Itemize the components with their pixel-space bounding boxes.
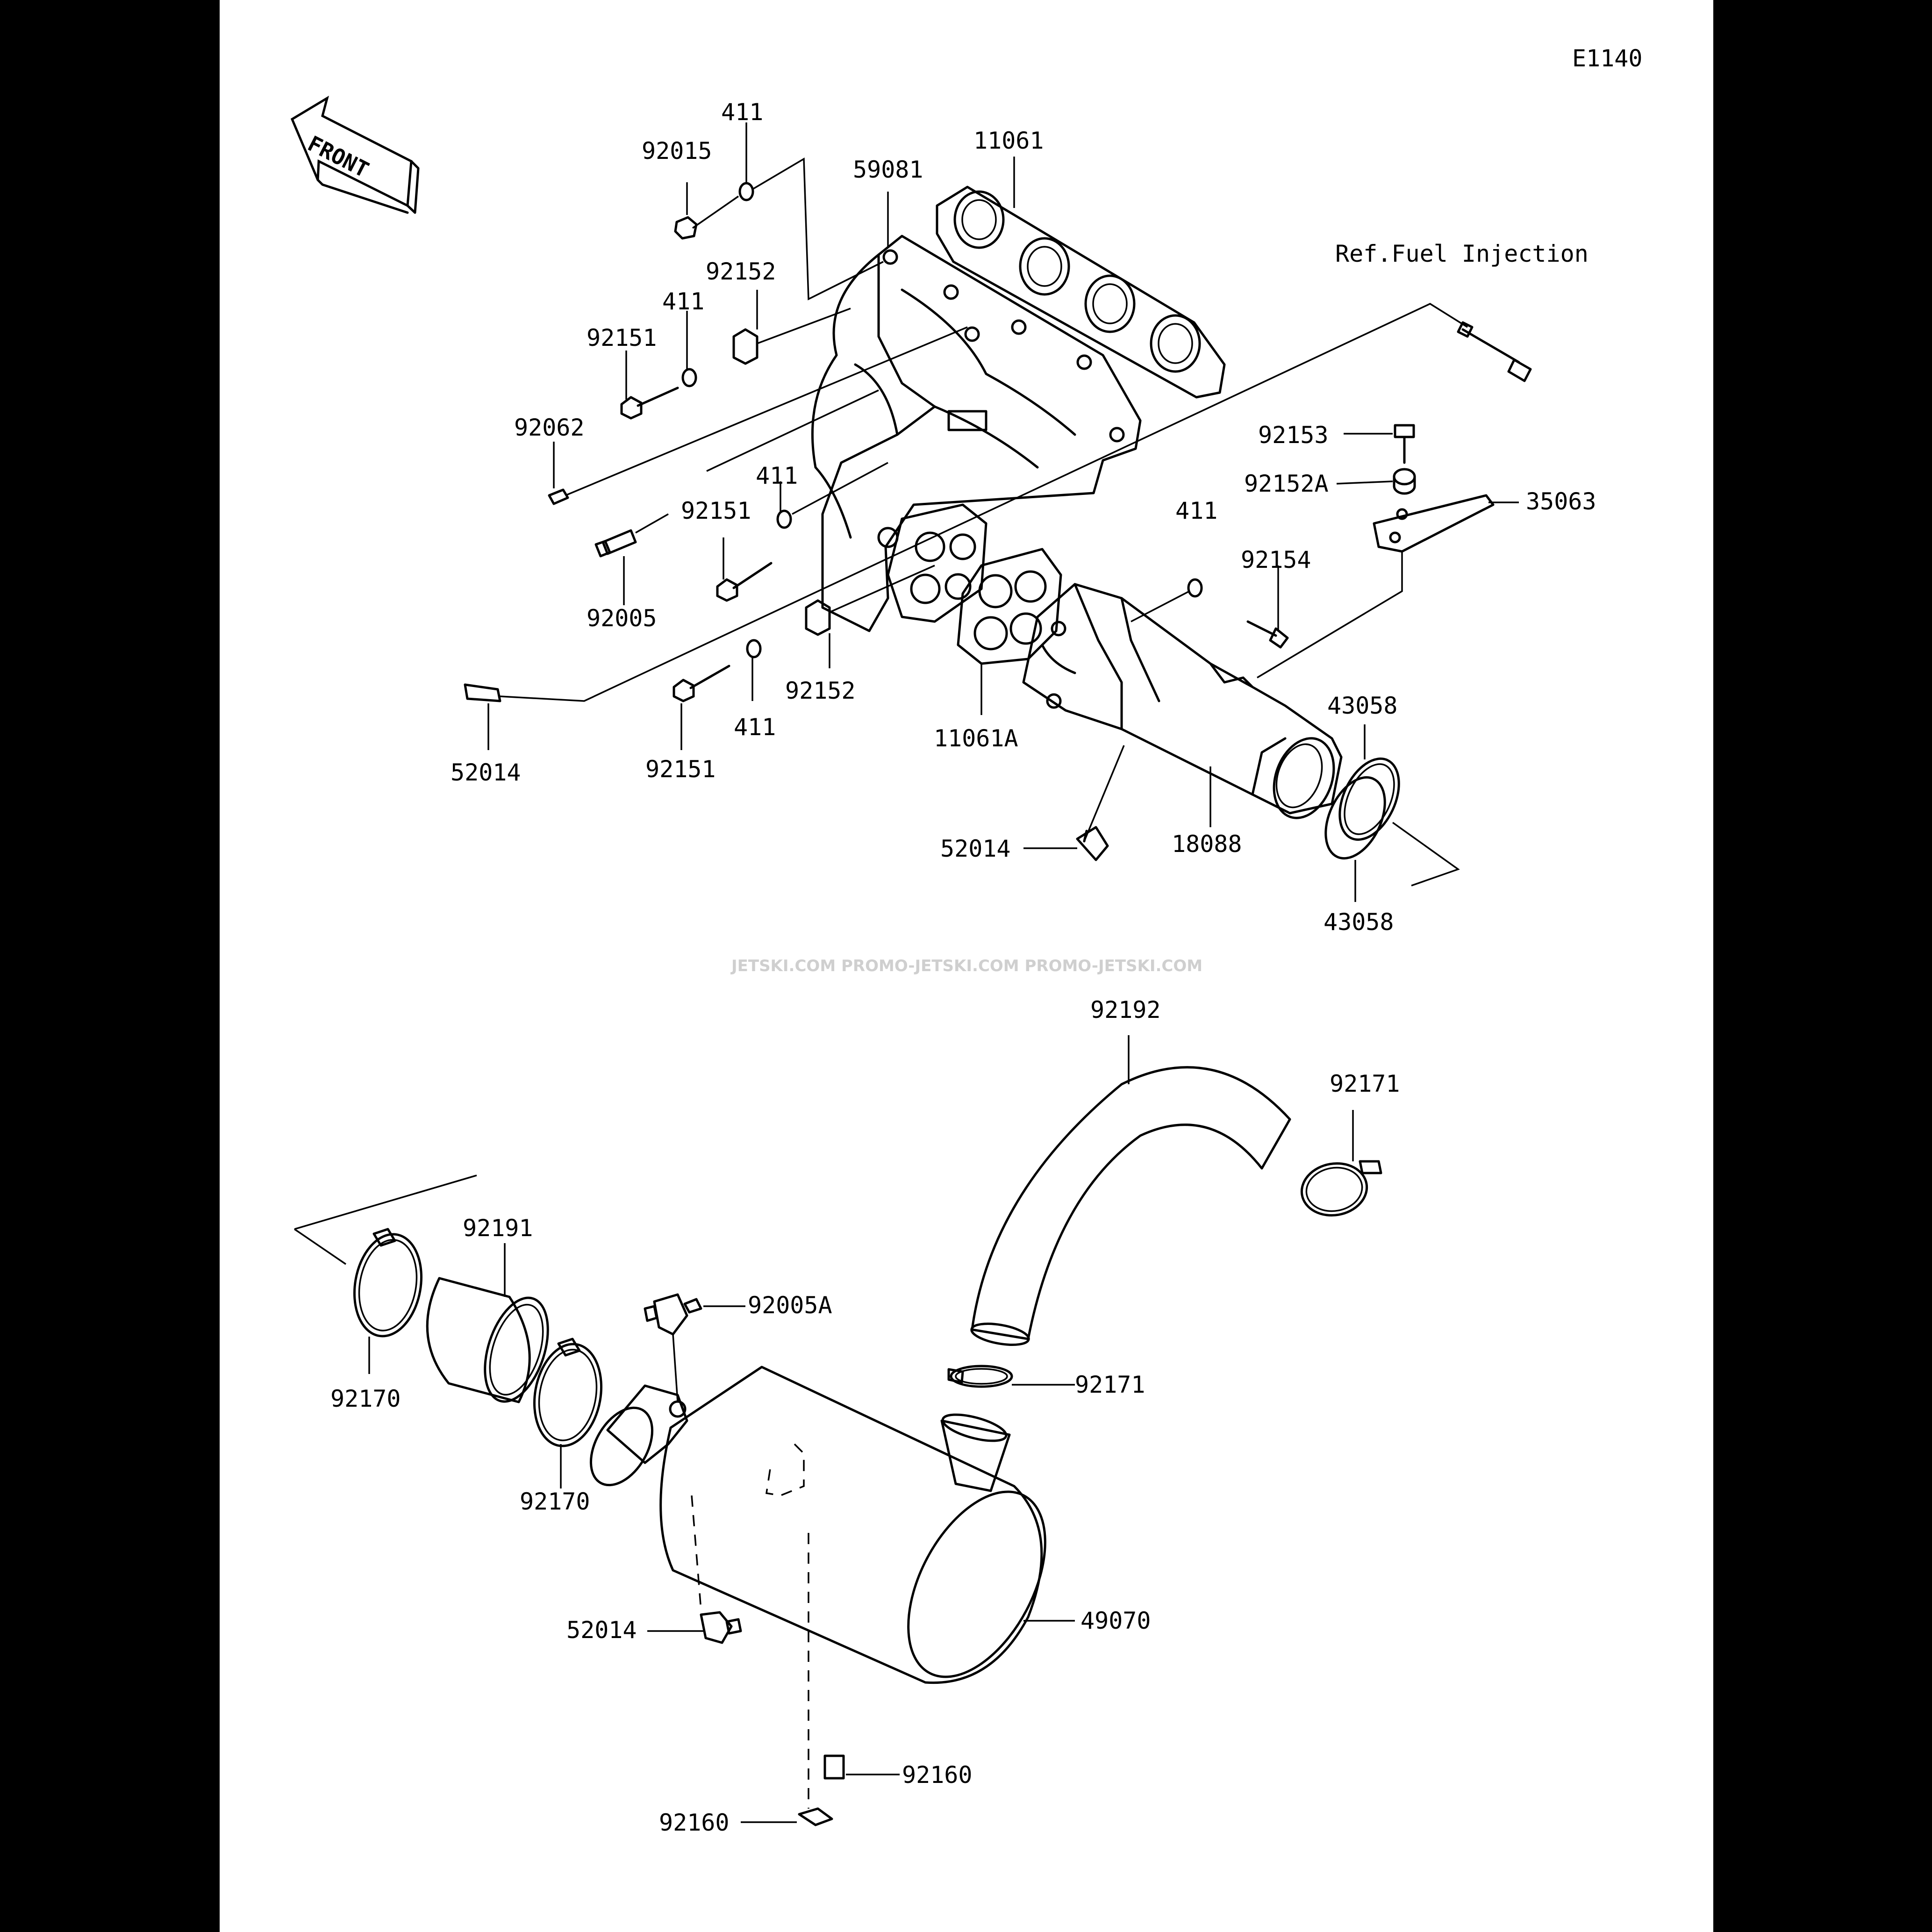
connector-tube-part [426,1277,549,1403]
callout-label: 92170 [330,1385,401,1412]
callout-label: 92154 [1241,546,1311,573]
callout-label: 92005 [587,605,657,632]
callout-label: 92160 [659,1809,730,1836]
sensor-part [1457,321,1532,382]
callout-label: 92151 [645,756,716,783]
hose-clamp-part [353,1228,423,1338]
callout-label: 92191 [463,1215,533,1242]
manifold-gasket-part [936,186,1226,399]
watermark: JETSKI.COM PROMO-JETSKI.COM PROMO-JETSKI… [730,957,1202,975]
callout-label: 92151 [681,497,751,524]
fitting-part [1076,826,1109,861]
callout-label: 411 [734,714,776,741]
reference-note: Ref.Fuel Injection [1335,240,1589,267]
callout-label: 92005A [748,1292,832,1319]
callout-label: 411 [721,99,763,126]
washer-part [1187,578,1203,598]
callout-label: 43058 [1327,692,1398,719]
collar-part [805,599,831,636]
callout-label: 92160 [902,1761,973,1789]
nut-part [674,216,698,240]
leader-lines [294,122,1519,1823]
diagram-code: E1140 [1572,45,1643,72]
washer-part [746,639,762,658]
callout-label: 52014 [940,835,1011,862]
fitting-part [644,1293,702,1336]
callout-label: 92062 [514,414,585,441]
callout-label: 92015 [642,137,712,165]
bolt-part [620,386,679,420]
callout-label: 59081 [853,156,923,183]
collar-part [1393,468,1416,495]
fitting-part [464,683,501,702]
callout-label: 92153 [1258,422,1329,449]
collar-part [732,328,758,365]
callout-label: 11061A [934,725,1018,752]
washer-part [738,182,754,201]
bolt-part [1246,620,1289,649]
rubber-pad-part [798,1807,833,1826]
callout-label: 11061 [973,127,1044,154]
callout-label: 92170 [520,1488,590,1515]
washer-part [681,368,697,387]
hose-clamp-part [947,1365,1013,1388]
outlet-flange-part [887,503,987,623]
callout-label: 52014 [566,1617,637,1644]
callout-label: 92171 [1330,1070,1400,1097]
bolt-part [673,665,730,702]
exhaust-pipe-part [1022,583,1343,819]
callout-label: 411 [662,288,704,315]
callout-label: 92152A [1244,470,1329,497]
exhaust-manifold-part [811,235,1142,632]
washer-part [776,509,792,529]
flange-gasket-part [957,548,1062,665]
front-arrow-icon: FRONT [290,95,420,214]
callout-label: 43058 [1324,909,1394,936]
bolt-part [716,562,773,602]
o-ring-part [1324,776,1386,860]
callout-label: 92192 [1090,996,1161,1023]
callout-label: 92171 [1075,1371,1145,1398]
callout-label: 18088 [1172,830,1242,858]
hose-clamp-part [533,1338,603,1447]
bolt-part [1394,424,1415,464]
callout-label: 411 [1175,497,1217,524]
fitting-part [700,1611,742,1644]
callout-label: 92151 [587,324,657,351]
callout-label: 92152 [706,258,776,285]
callout-label: 49070 [1080,1607,1151,1634]
callout-label: 52014 [451,759,521,786]
bracket-part [1373,494,1495,553]
callout-label: 92152 [785,677,856,704]
callout-label: 411 [756,462,798,489]
exhaust-hose-part [970,1066,1291,1346]
hose-clamp-part [1300,1160,1382,1217]
pin-part [548,488,569,505]
fitting-part [594,529,637,558]
callout-label: 35063 [1526,488,1596,515]
muffler-part [589,1366,1046,1684]
rubber-pad-part [823,1754,845,1780]
